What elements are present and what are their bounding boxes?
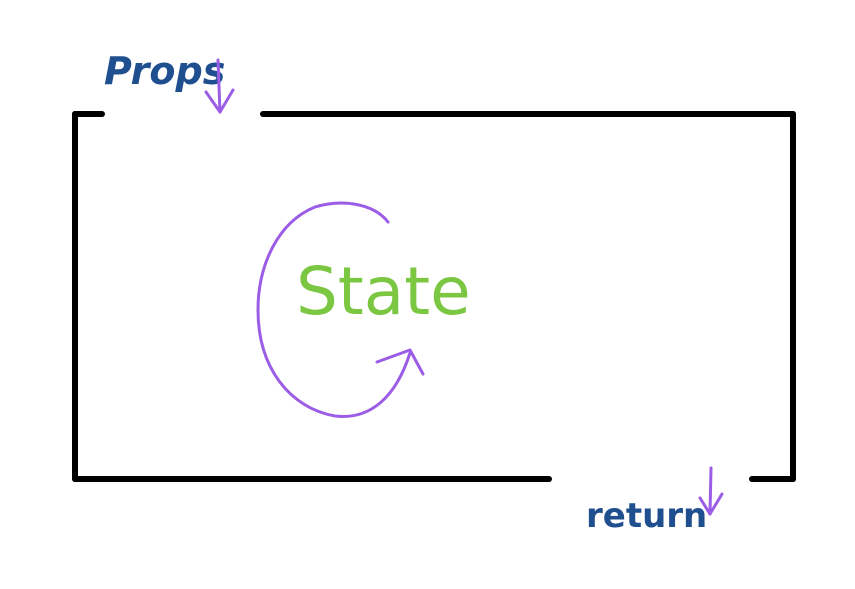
return-arrow-shaft <box>708 466 713 516</box>
return-arrow-head <box>698 492 724 516</box>
circular-arrow-icon <box>256 201 425 418</box>
props-arrow-head <box>204 88 235 114</box>
state-label: State <box>296 253 471 330</box>
down-arrow-icon <box>204 58 235 114</box>
return-label: return <box>586 496 707 536</box>
props-arrow-shaft <box>216 58 222 114</box>
state-loop-curve <box>256 201 412 418</box>
down-arrow-icon <box>698 466 724 516</box>
props-label: Props <box>104 49 225 93</box>
component-box <box>72 111 796 482</box>
state-loop-arrowhead <box>375 348 425 376</box>
